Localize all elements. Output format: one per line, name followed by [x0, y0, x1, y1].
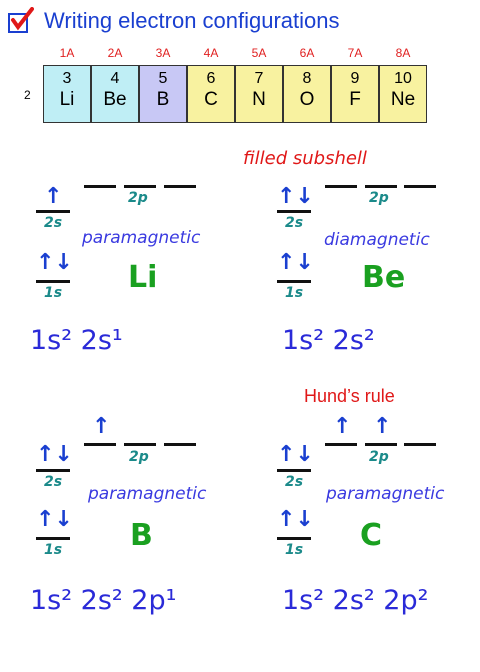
- group-label: 3A: [155, 46, 171, 60]
- orbital-2p: [84, 185, 116, 188]
- orbital-label-2p: 2p: [369, 449, 389, 465]
- electron-arrow: ↑: [44, 184, 63, 209]
- note-hunds-rule: Hund’s rule: [304, 386, 395, 406]
- element-symbol: F: [349, 89, 361, 110]
- group-label: 6A: [299, 46, 315, 60]
- orbital-2s: [36, 469, 70, 472]
- orbital-label-2p: 2p: [129, 449, 149, 465]
- orbital-2s: [277, 210, 311, 213]
- orbital-2p: [124, 185, 156, 188]
- orbital-label-2p: 2p: [369, 190, 389, 206]
- magnetism-label: paramagnetic: [326, 484, 445, 504]
- orbital-label-2s: 2s: [44, 215, 63, 231]
- atomic-number: 8: [302, 70, 312, 87]
- atomic-number: 9: [350, 70, 360, 87]
- element-symbol-large: Be: [362, 260, 406, 295]
- magnetism-label: paramagnetic: [88, 484, 207, 504]
- group-label: 5A: [251, 46, 267, 60]
- page-title: Writing electron configurations: [44, 8, 340, 33]
- element-symbol: Be: [103, 89, 127, 110]
- atomic-number: 10: [394, 70, 412, 87]
- orbital-label-1s: 1s: [285, 285, 304, 301]
- element-symbol: Ne: [390, 89, 416, 110]
- orbital-2p: [325, 443, 357, 446]
- electron-configuration: 1s² 2s²: [282, 325, 375, 356]
- group-label: 8A: [395, 46, 411, 60]
- orbital-label-2s: 2s: [285, 215, 304, 231]
- electron-arrow: ↑↓: [36, 442, 73, 467]
- group-label: 1A: [59, 46, 75, 60]
- electron-arrow: ↑↓: [277, 250, 314, 275]
- atomic-number: 3: [62, 70, 72, 87]
- orbital-1s: [36, 280, 70, 283]
- orbital-2p: [404, 185, 436, 188]
- orbital-2p: [404, 443, 436, 446]
- orbital-label-2p: 2p: [128, 190, 148, 206]
- element-symbol: N: [252, 89, 266, 110]
- checkbox-icon: [8, 7, 34, 33]
- orbital-1s: [277, 537, 311, 540]
- atomic-number: 7: [254, 70, 264, 87]
- orbital-2p: [365, 185, 397, 188]
- magnetism-label: paramagnetic: [82, 228, 201, 248]
- electron-arrow: ↑↓: [36, 250, 73, 275]
- atomic-number: 4: [110, 70, 120, 87]
- element-symbol: Li: [59, 89, 75, 110]
- orbital-1s: [36, 537, 70, 540]
- element-symbol-large: Li: [128, 260, 158, 295]
- element-symbol: O: [299, 89, 315, 110]
- electron-configuration: 1s² 2s² 2p²: [282, 585, 429, 616]
- element-symbol: C: [204, 89, 218, 110]
- electron-arrow: ↑: [92, 414, 111, 439]
- magnetism-label: diamagnetic: [324, 230, 430, 250]
- orbital-2s: [36, 210, 70, 213]
- electron-configuration: 1s² 2s¹: [30, 325, 123, 356]
- orbital-label-2s: 2s: [285, 474, 304, 490]
- orbital-label-1s: 1s: [44, 285, 63, 301]
- orbital-1s: [277, 280, 311, 283]
- electron-arrow: ↑↓: [36, 507, 73, 532]
- orbital-label-1s: 1s: [285, 542, 304, 558]
- group-label: 4A: [203, 46, 219, 60]
- note-filled-subshell: filled subshell: [243, 148, 367, 169]
- orbital-2p: [84, 443, 116, 446]
- electron-arrow: ↑↓: [277, 442, 314, 467]
- atomic-number: 5: [158, 70, 168, 87]
- electron-arrow: ↑: [333, 414, 352, 439]
- orbital-2p: [124, 443, 156, 446]
- orbital-2p: [325, 185, 357, 188]
- orbital-2s: [277, 469, 311, 472]
- electron-arrow: ↑↓: [277, 184, 314, 209]
- orbital-2p: [164, 443, 196, 446]
- element-symbol-large: B: [130, 518, 153, 553]
- orbital-2p: [365, 443, 397, 446]
- orbital-label-2s: 2s: [44, 474, 63, 490]
- group-label: 2A: [107, 46, 123, 60]
- period-label: 2: [24, 88, 31, 102]
- group-label: 7A: [347, 46, 363, 60]
- electron-configuration: 1s² 2s² 2p¹: [30, 585, 177, 616]
- atomic-number: 6: [206, 70, 216, 87]
- orbital-label-1s: 1s: [44, 542, 63, 558]
- electron-arrow: ↑↓: [277, 507, 314, 532]
- element-symbol-large: C: [360, 518, 383, 553]
- electron-arrow: ↑: [373, 414, 392, 439]
- orbital-2p: [164, 185, 196, 188]
- element-symbol: B: [156, 89, 170, 110]
